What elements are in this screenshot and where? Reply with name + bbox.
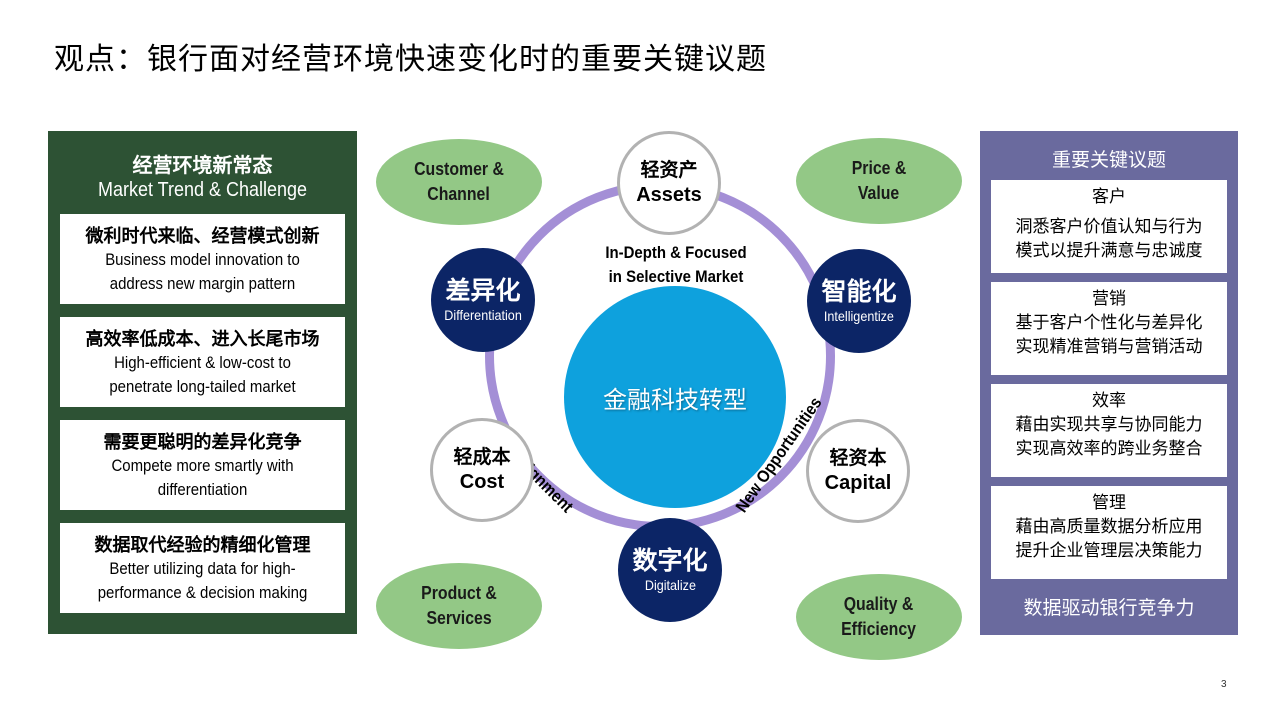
trend-card-line: differentiation: [157, 480, 248, 499]
issue-card-line: 实现精准营销与营销活动: [1015, 337, 1203, 356]
node-en: Differentiation: [444, 307, 522, 323]
trend-card-title: 微利时代来临、经营模式创新: [85, 226, 320, 246]
trend-card: 需要更聪明的差异化竞争 Compete more smartly with di…: [60, 420, 345, 510]
issue-card-line: 实现高效率的跨业务整合: [1015, 439, 1203, 458]
trend-card-line: Compete more smartly with: [111, 456, 294, 475]
issue-card-line: 藉由高质量数据分析应用: [1015, 517, 1203, 536]
key-issues-panel: 重要关键议题 客户 洞悉客户价值认知与行为 模式以提升满意与忠诚度 营销 基于客…: [980, 131, 1238, 635]
node-en: Assets: [636, 184, 702, 206]
issue-card-line: 模式以提升满意与忠诚度: [1015, 241, 1203, 260]
issue-card-title: 营销: [1092, 289, 1126, 308]
key-issues-header: 重要关键议题: [1051, 150, 1166, 171]
trend-card: 数据取代经验的精细化管理 Better utilizing data for h…: [60, 523, 345, 613]
node-en: Digitalize: [644, 577, 696, 593]
slide-title: 观点：银行面对经营环境快速变化时的重要关键议题: [54, 43, 767, 76]
issue-card-line: 藉由实现共享与协同能力: [1015, 415, 1203, 434]
node-en: Intelligentize: [823, 308, 895, 324]
oval-label: Efficiency: [841, 619, 917, 639]
trend-card-line: address new margin pattern: [109, 274, 296, 293]
market-trend-header-cn: 经营环境新常态: [132, 155, 273, 177]
issue-card-line: 洞悉客户价值认知与行为: [1015, 217, 1203, 236]
core-fintech-circle: 金融科技转型: [564, 286, 786, 508]
focus-market-line: in Selective Market: [608, 267, 744, 286]
node-cn: 轻资产: [640, 160, 698, 181]
oval-customer-channel: Customer & Channel: [376, 139, 542, 225]
node-cost: 轻成本 Cost: [430, 418, 534, 522]
issue-card: 管理 藉由高质量数据分析应用 提升企业管理层决策能力: [991, 486, 1227, 579]
issue-card: 效率 藉由实现共享与协同能力 实现高效率的跨业务整合: [991, 384, 1227, 477]
key-issues-footer: 数据驱动银行竞争力: [1023, 598, 1195, 619]
core-label: 金融科技转型: [603, 386, 747, 414]
oval-label: Value: [858, 183, 900, 203]
oval-price-value: Price & Value: [796, 138, 962, 224]
fintech-transformation-diagram: Customer & Channel Price & Value Product…: [360, 120, 980, 660]
node-differentiation: 差异化 Differentiation: [431, 248, 535, 352]
trend-card: 高效率低成本、进入长尾市场 High-efficient & low-cost …: [60, 317, 345, 407]
node-en: Capital: [824, 472, 892, 494]
trend-card-line: High-efficient & low-cost to: [114, 353, 291, 372]
trend-card-line: Business model innovation to: [105, 250, 300, 269]
trend-card-line: Better utilizing data for high-: [109, 559, 296, 578]
page-number: 3: [1221, 679, 1227, 690]
oval-label: Price &: [851, 158, 907, 178]
node-cn: 轻资本: [829, 448, 887, 469]
market-trend-header-en: Market Trend & Challenge: [97, 179, 308, 201]
issue-card: 营销 基于客户个性化与差异化 实现精准营销与营销活动: [991, 282, 1227, 375]
oval-label: Product &: [421, 583, 497, 603]
oval-product-services: Product & Services: [376, 563, 542, 649]
issue-card-line: 提升企业管理层决策能力: [1015, 541, 1203, 560]
oval-label: Quality &: [844, 594, 914, 614]
issue-card: 客户 洞悉客户价值认知与行为 模式以提升满意与忠诚度: [991, 180, 1227, 273]
trend-card-title: 需要更聪明的差异化竞争: [103, 432, 302, 452]
node-cn: 轻成本: [453, 447, 511, 468]
market-trend-panel: 经营环境新常态 Market Trend & Challenge 微利时代来临、…: [48, 131, 357, 634]
trend-card-line: performance & decision making: [97, 583, 308, 602]
oval-label: Services: [426, 608, 492, 628]
node-cn: 数字化: [632, 547, 708, 575]
issue-card-title: 管理: [1092, 493, 1126, 512]
node-assets: 轻资产 Assets: [617, 131, 721, 235]
focus-market-line: In-Depth & Focused: [605, 243, 747, 262]
node-intelligentize: 智能化 Intelligentize: [807, 249, 911, 353]
oval-quality-efficiency: Quality & Efficiency: [796, 574, 962, 660]
issue-card-line: 基于客户个性化与差异化: [1015, 313, 1203, 332]
focus-market-label: In-Depth & Focused in Selective Market: [588, 241, 764, 289]
node-cn: 差异化: [445, 277, 521, 305]
trend-card-title: 数据取代经验的精细化管理: [94, 535, 311, 555]
oval-label: Channel: [427, 184, 491, 204]
trend-card-line: penetrate long-tailed market: [109, 377, 296, 396]
node-cn: 智能化: [821, 278, 897, 306]
trend-card: 微利时代来临、经营模式创新 Business model innovation …: [60, 214, 345, 304]
node-en: Cost: [459, 471, 505, 493]
issue-card-title: 效率: [1092, 391, 1126, 410]
node-digitalize: 数字化 Digitalize: [618, 518, 722, 622]
node-capital: 轻资本 Capital: [806, 419, 910, 523]
issue-card-title: 客户: [1092, 187, 1126, 206]
trend-card-title: 高效率低成本、进入长尾市场: [85, 329, 320, 349]
oval-label: Customer &: [414, 159, 504, 179]
